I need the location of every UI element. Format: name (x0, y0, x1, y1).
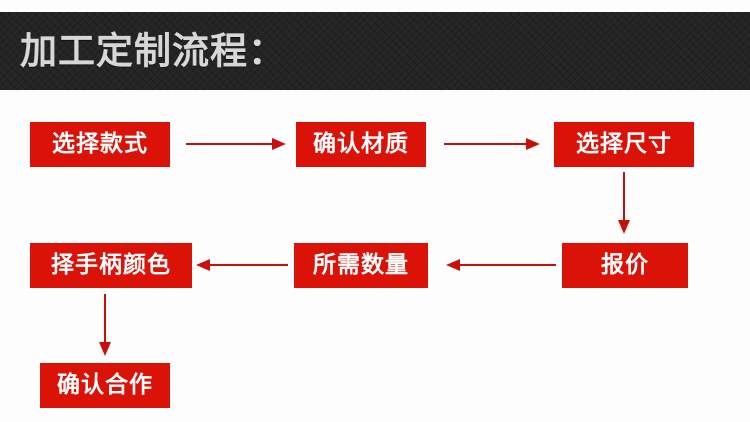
arrow-quotation-to-quantity (446, 255, 556, 275)
arrow-size-to-quotation (612, 172, 636, 234)
arrow-material-to-size (444, 134, 540, 154)
flow-node-select-style[interactable]: 选择款式 (30, 122, 170, 167)
flow-node-confirm-cooperation[interactable]: 确认合作 (40, 363, 170, 408)
flow-node-required-quantity[interactable]: 所需数量 (294, 243, 428, 288)
arrow-handle-to-confirm (93, 294, 117, 356)
header-banner: 加工定制流程： (0, 12, 750, 90)
flow-node-select-handle-color[interactable]: 择手柄颜色 (30, 243, 192, 288)
flow-node-confirm-material[interactable]: 确认材质 (296, 122, 426, 167)
arrow-style-to-material (186, 134, 286, 154)
flow-node-quotation[interactable]: 报价 (562, 243, 688, 288)
flow-node-select-size[interactable]: 选择尺寸 (554, 122, 694, 167)
arrow-quantity-to-handle (196, 255, 288, 275)
page-title: 加工定制流程： (20, 29, 286, 73)
